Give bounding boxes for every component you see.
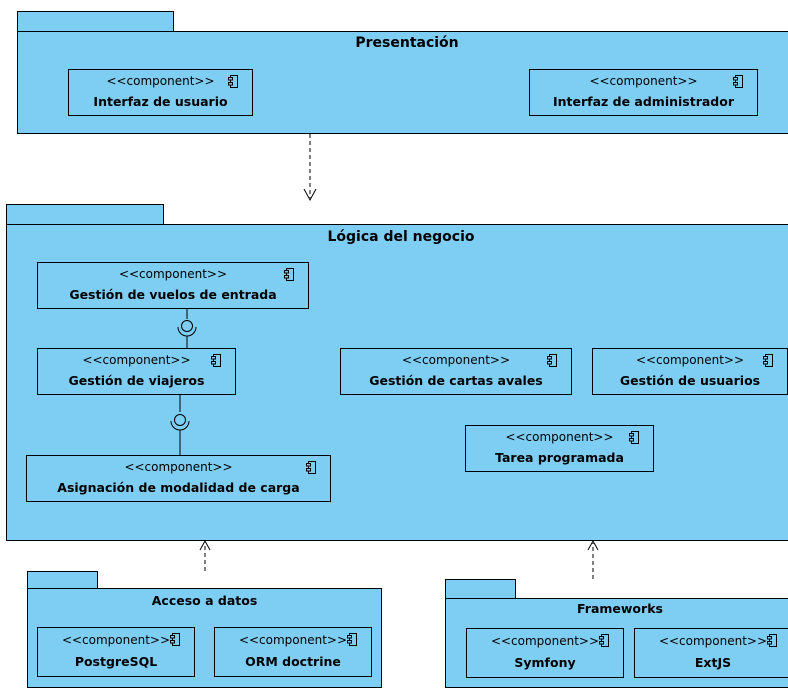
component-name: Gestión de cartas avales bbox=[369, 373, 543, 388]
component-stereotype: <<component>> bbox=[401, 353, 511, 367]
component-icon bbox=[170, 633, 180, 646]
component-icon bbox=[767, 634, 777, 647]
component-icon bbox=[211, 354, 221, 367]
dependency-presentacion-logica bbox=[303, 134, 317, 202]
component-name: Symfony bbox=[514, 655, 576, 670]
interface-connector-vuelos-viajeros bbox=[177, 309, 197, 348]
component-name: ExtJS bbox=[694, 655, 732, 670]
component-postgresql[interactable]: <<component>> PostgreSQL bbox=[37, 627, 195, 677]
component-interfaz-administrador[interactable]: <<component>> Interfaz de administrador bbox=[529, 69, 758, 116]
component-stereotype: <<component>> bbox=[490, 634, 600, 648]
component-stereotype: <<component>> bbox=[238, 633, 348, 647]
component-name: Gestión de vuelos de entrada bbox=[69, 287, 277, 302]
component-name: Interfaz de usuario bbox=[93, 94, 228, 109]
interface-connector-viajeros-asignacion bbox=[170, 395, 190, 455]
component-name: Gestión de usuarios bbox=[619, 373, 761, 388]
component-name: Tarea programada bbox=[495, 450, 624, 465]
package-title-logica: Lógica del negocio bbox=[327, 229, 475, 245]
component-tarea-programada[interactable]: <<component>> Tarea programada bbox=[465, 425, 654, 472]
package-title-presentacion: Presentación bbox=[355, 35, 459, 51]
component-gestion-usuarios[interactable]: <<component>> Gestión de usuarios bbox=[592, 348, 788, 395]
component-name: PostgreSQL bbox=[74, 654, 158, 669]
component-name: Interfaz de administrador bbox=[552, 94, 735, 109]
component-icon bbox=[763, 354, 773, 367]
dependency-frameworks-logica bbox=[587, 539, 599, 579]
component-asignacion-modalidad-carga[interactable]: <<component>> Asignación de modalidad de… bbox=[26, 455, 331, 502]
package-title-frameworks: Frameworks bbox=[577, 601, 663, 616]
component-gestion-cartas-avales[interactable]: <<component>> Gestión de cartas avales bbox=[340, 348, 572, 395]
component-icon bbox=[733, 75, 743, 88]
component-stereotype: <<component>> bbox=[589, 74, 698, 88]
component-stereotype: <<component>> bbox=[118, 267, 228, 281]
component-symfony[interactable]: <<component>> Symfony bbox=[466, 628, 624, 678]
component-name: Asignación de modalidad de carga bbox=[57, 480, 300, 495]
component-icon bbox=[306, 461, 316, 474]
component-icon bbox=[547, 354, 557, 367]
component-icon bbox=[629, 431, 639, 444]
component-icon bbox=[599, 634, 609, 647]
component-stereotype: <<component>> bbox=[658, 634, 768, 648]
component-interfaz-usuario[interactable]: <<component>> Interfaz de usuario bbox=[68, 69, 253, 116]
component-icon bbox=[284, 268, 294, 281]
component-stereotype: <<component>> bbox=[106, 74, 215, 88]
component-icon bbox=[347, 633, 357, 646]
component-name: Gestión de viajeros bbox=[68, 373, 205, 388]
component-stereotype: <<component>> bbox=[61, 633, 171, 647]
component-stereotype: <<component>> bbox=[124, 460, 233, 474]
component-stereotype: <<component>> bbox=[635, 353, 745, 367]
component-stereotype: <<component>> bbox=[82, 353, 191, 367]
component-name: ORM doctrine bbox=[245, 654, 341, 669]
component-extjs[interactable]: <<component>> ExtJS bbox=[634, 628, 788, 678]
component-orm-doctrine[interactable]: <<component>> ORM doctrine bbox=[214, 627, 372, 677]
component-gestion-viajeros[interactable]: <<component>> Gestión de viajeros bbox=[37, 348, 236, 395]
component-stereotype: <<component>> bbox=[505, 430, 614, 444]
component-icon bbox=[228, 75, 238, 88]
dependency-acceso-logica bbox=[199, 539, 211, 571]
package-title-acceso: Acceso a datos bbox=[151, 593, 258, 608]
component-gestion-vuelos-entrada[interactable]: <<component>> Gestión de vuelos de entra… bbox=[37, 262, 309, 309]
